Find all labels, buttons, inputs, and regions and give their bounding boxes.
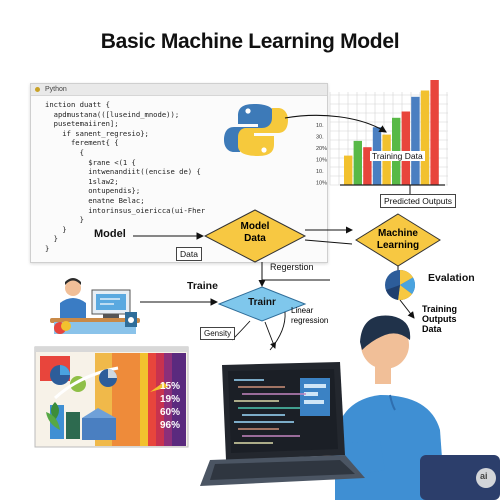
chart-bar — [401, 111, 410, 185]
gensity-label: Gensity — [200, 327, 236, 340]
training-outputs-label: Training Outputs Data — [422, 304, 458, 334]
chart-bar — [411, 96, 420, 185]
code-line: apdmustana(([luseind_mnode)); — [45, 109, 180, 119]
code-line: enatne Belac; — [45, 195, 145, 205]
analyst-illustration — [50, 278, 140, 334]
chart-bar — [344, 155, 353, 185]
chart-tick-label: 20% — [316, 146, 327, 152]
train-node — [217, 286, 307, 322]
data-label: Data — [176, 247, 202, 261]
chart-tick-labels: 10. 30. 20% 10% 10. 10% — [316, 123, 327, 187]
chart-tick-label: 10. — [316, 169, 324, 175]
code-window-titlebar: Python — [31, 84, 327, 96]
code-line: } — [45, 215, 84, 225]
code-line: intwenandiit((encise de) { — [45, 167, 201, 177]
eval-to-outputs-arrow — [399, 299, 415, 319]
training-data-caption: Training Data — [370, 151, 425, 161]
code-line: } — [45, 243, 50, 253]
chart-bars — [344, 80, 439, 185]
code-line: } — [45, 224, 67, 234]
model-label: Model — [94, 228, 126, 240]
page-title: Basic Machine Learning Model — [100, 30, 400, 53]
python-to-chart-arrow — [284, 114, 387, 133]
code-line: inction duatt { — [45, 100, 110, 109]
ai-watermark — [476, 468, 496, 488]
dashboard-percentages: 15% 19% 60% 96% — [160, 380, 180, 432]
code-line: $rane <(1 { — [45, 157, 136, 167]
predicted-outputs-label: Predicted Outputs — [380, 194, 457, 208]
code-line: if sanent_regresio}; — [45, 128, 149, 138]
code-line: ontupendis}; — [45, 186, 141, 196]
train-node-label: Trainr — [248, 297, 276, 308]
evaluation-pie-icon — [385, 270, 416, 301]
data-to-ml-line — [304, 239, 353, 245]
dashboard-percentage: 19% — [160, 394, 181, 405]
python-file-icon — [35, 87, 40, 92]
code-line: intorinsus_oiericca(ui-Fher — [45, 205, 206, 215]
chart-tick-label: 30. — [316, 135, 324, 141]
regression-label: Regerstion — [270, 262, 314, 272]
code-line: pusetemaiiren]; — [45, 119, 119, 129]
code-line: 1slaw2; — [45, 176, 119, 186]
training-data-chart: 10. 30. 20% 10% 10. 10% — [316, 80, 448, 187]
chart-tick-label: 10% — [316, 158, 327, 164]
chart-tick-label: 10. — [316, 123, 324, 129]
chart-bar — [363, 147, 372, 185]
developer-illustration — [200, 315, 500, 500]
train-down-arrow — [264, 321, 277, 349]
ai-watermark-text: ai — [480, 471, 488, 481]
code-tab-label: Python — [45, 86, 67, 93]
code-line: } — [45, 234, 58, 244]
code-line: ferement{ { — [45, 138, 119, 148]
dashboard-percentage: 96% — [160, 420, 181, 431]
machine-learning-node-label: Machine Learning — [376, 228, 420, 251]
train-arrow-label: Traine — [187, 280, 218, 292]
model-data-node-label: Model Data — [240, 221, 270, 244]
chart-bar — [420, 90, 430, 185]
python-logo-icon — [224, 104, 288, 156]
dashboard-percentage: 15% — [160, 381, 181, 392]
chart-bar — [353, 140, 362, 185]
code-text: inction duatt { apdmustana(([luseind_mno… — [45, 100, 205, 254]
laptop-code-lines — [234, 379, 306, 444]
dashboard-percentage: 60% — [160, 407, 181, 418]
analytics-dashboard — [34, 346, 189, 448]
chart-tick-label: 10% — [316, 181, 327, 187]
model-data-node — [203, 209, 307, 263]
chart-bar — [430, 80, 439, 185]
linear-regression-label: Linear regression — [291, 306, 329, 325]
linear-regression-line — [269, 311, 286, 351]
code-line: { — [45, 147, 84, 157]
evaluation-label: Evalation — [428, 272, 475, 284]
